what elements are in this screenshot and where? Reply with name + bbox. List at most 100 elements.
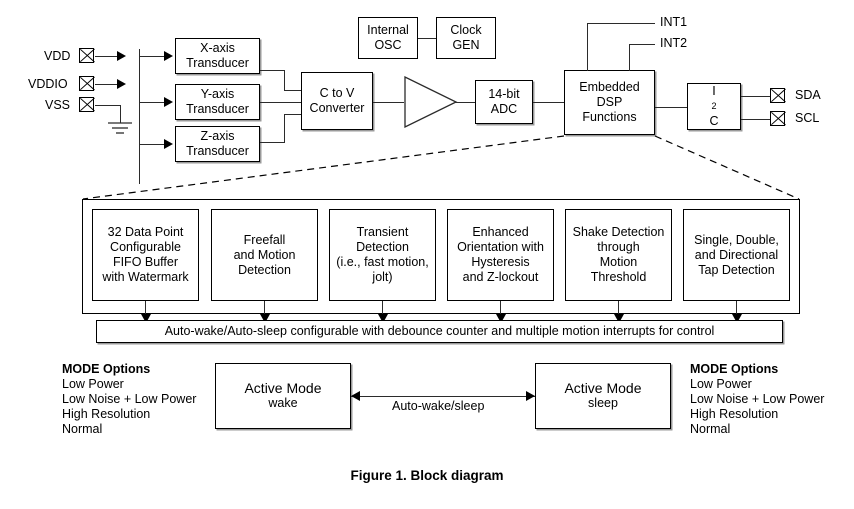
mode-options-left-title: MODE Options — [62, 362, 151, 376]
wire-sda — [741, 95, 771, 97]
wire-transducer-bus — [139, 49, 140, 184]
feature-line: and Directional — [694, 247, 779, 262]
block-y-transducer: Y-axis Transducer — [175, 84, 260, 120]
feature-line: FIFO Buffer — [112, 255, 179, 269]
wire-int1-vertical — [587, 22, 588, 71]
wire-x-out — [260, 70, 285, 71]
wire-feature-5-down — [618, 301, 619, 317]
block-c-to-v-line1: C to V — [319, 86, 355, 100]
mode-options-right-item: Normal — [690, 422, 731, 436]
arrowhead-z-feed — [164, 138, 173, 149]
block-dsp-line2: DSP — [596, 95, 623, 109]
block-adc-line1: 14-bit — [488, 87, 520, 101]
pin-pad-vddio — [79, 76, 94, 91]
pin-label-vddio: VDDIO — [28, 77, 68, 91]
feature-line: Hysteresis — [471, 255, 530, 269]
feature-line: Transient — [356, 225, 409, 239]
mode-options-right-item: Low Noise + Low Power — [690, 392, 825, 406]
block-x-transducer: X-axis Transducer — [175, 38, 260, 74]
block-z-transducer: Z-axis Transducer — [175, 126, 260, 162]
pin-pad-vdd — [79, 48, 94, 63]
wire-y-out — [260, 101, 302, 103]
wire-scl — [741, 118, 771, 120]
block-internal-osc-line1: Internal — [367, 23, 409, 37]
wire-feature-3-down — [382, 301, 383, 317]
arrowhead-vdd — [117, 50, 126, 61]
wire-x-out-down — [284, 70, 285, 90]
feature-line: through — [597, 240, 640, 254]
pin-label-int2: INT2 — [660, 36, 688, 50]
feature-line: 32 Data Point — [107, 225, 184, 239]
block-c-to-v-line2: Converter — [309, 101, 365, 115]
wire-int1-horizontal — [587, 22, 655, 24]
wire-z-feed — [139, 143, 166, 145]
feature-line: Enhanced — [472, 225, 529, 239]
block-active-mode-sleep-line2: sleep — [588, 396, 618, 410]
arrowhead-feature-1 — [140, 314, 151, 323]
arrowhead-feature-2 — [259, 314, 270, 323]
embedded-functions-panel — [82, 199, 800, 314]
block-x-transducer-line1: X-axis — [200, 41, 235, 55]
feature-line: Threshold — [590, 270, 647, 284]
feature-line: Shake Detection — [572, 225, 665, 239]
block-clock-gen-line2: GEN — [452, 38, 480, 52]
block-active-mode-wake-line1: Active Mode — [244, 380, 322, 396]
wire-y-feed — [139, 101, 166, 103]
pin-pad-scl — [770, 111, 785, 126]
feature-line: jolt) — [372, 270, 393, 284]
block-i2c-suffix: C — [709, 114, 719, 128]
pin-label-scl: SCL — [795, 111, 820, 125]
feature-line: Motion — [599, 255, 638, 269]
feature-line: Tap Detection — [698, 262, 775, 277]
arrowhead-feature-6 — [731, 314, 742, 323]
wire-converter-to-amp — [373, 101, 404, 103]
mode-transition-label: Auto-wake/sleep — [392, 399, 485, 413]
arrowhead-x-feed — [164, 50, 173, 61]
pin-label-vss: VSS — [45, 98, 71, 112]
amplifier-icon — [404, 76, 458, 128]
pin-label-int1: INT1 — [660, 15, 688, 29]
block-dsp-line1: Embedded — [579, 80, 640, 94]
arrowhead-feature-4 — [495, 314, 506, 323]
block-clock-gen: Clock GEN — [436, 17, 496, 59]
wire-vddio — [95, 83, 118, 85]
feature-line: (i.e., fast motion, — [336, 255, 429, 269]
block-c-to-v-converter: C to V Converter — [301, 72, 373, 130]
expansion-callout-lines — [0, 0, 854, 215]
feature-line: Configurable — [110, 240, 181, 254]
wire-int2-vertical — [629, 43, 630, 71]
block-z-transducer-line1: Z-axis — [200, 129, 235, 143]
block-y-transducer-line2: Transducer — [186, 102, 249, 116]
autowake-bar-text: Auto-wake/Auto-sleep configurable with d… — [164, 324, 715, 338]
wire-int2-horizontal — [629, 43, 655, 45]
arrowhead-feature-3 — [377, 314, 388, 323]
feature-line: Detection — [356, 240, 409, 254]
block-i2c-superscript: 2 — [711, 101, 717, 111]
wire-feature-2-down — [264, 301, 265, 317]
arrowhead-vddio — [117, 78, 126, 89]
block-internal-osc: Internal OSC — [358, 17, 418, 59]
wire-z-out-in — [284, 113, 302, 115]
figure-caption: Figure 1. Block diagram — [350, 468, 504, 483]
feature-box-freefall-motion: Freefall and Motion Detection — [211, 209, 318, 301]
mode-options-left-item: High Resolution — [62, 407, 151, 421]
feature-box-fifo-buffer: 32 Data Point Configurable FIFO Buffer w… — [92, 209, 199, 301]
wire-amp-to-adc — [455, 101, 475, 103]
wire-vss-down — [119, 104, 121, 123]
wire-adc-to-dsp — [533, 101, 564, 103]
feature-line: Freefall — [243, 232, 286, 247]
wire-osc-to-clockgen — [418, 37, 436, 39]
block-internal-osc-line2: OSC — [374, 38, 402, 52]
wire-x-out-in — [284, 89, 302, 91]
block-embedded-dsp: Embedded DSP Functions — [564, 70, 655, 135]
wire-z-out — [260, 142, 285, 143]
arrowhead-feature-5 — [613, 314, 624, 323]
feature-box-transient-detection: Transient Detection (i.e., fast motion, … — [329, 209, 436, 301]
pin-pad-sda — [770, 88, 785, 103]
feature-line: with Watermark — [102, 270, 189, 284]
block-adc: 14-bit ADC — [475, 80, 533, 124]
wire-vdd — [95, 55, 118, 57]
feature-box-enhanced-orientation: Enhanced Orientation with Hysteresis and… — [447, 209, 554, 301]
